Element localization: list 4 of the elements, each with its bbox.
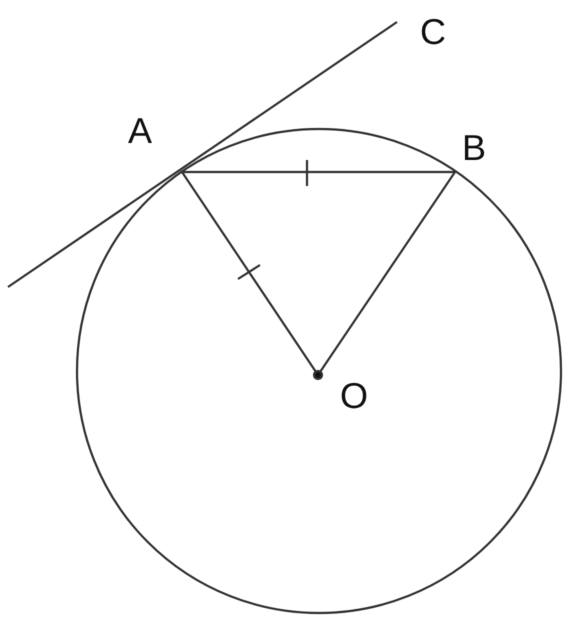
point-label: B	[462, 130, 486, 166]
point-label: O	[340, 378, 368, 414]
point-label: C	[420, 14, 446, 50]
point-label: A	[128, 113, 152, 149]
